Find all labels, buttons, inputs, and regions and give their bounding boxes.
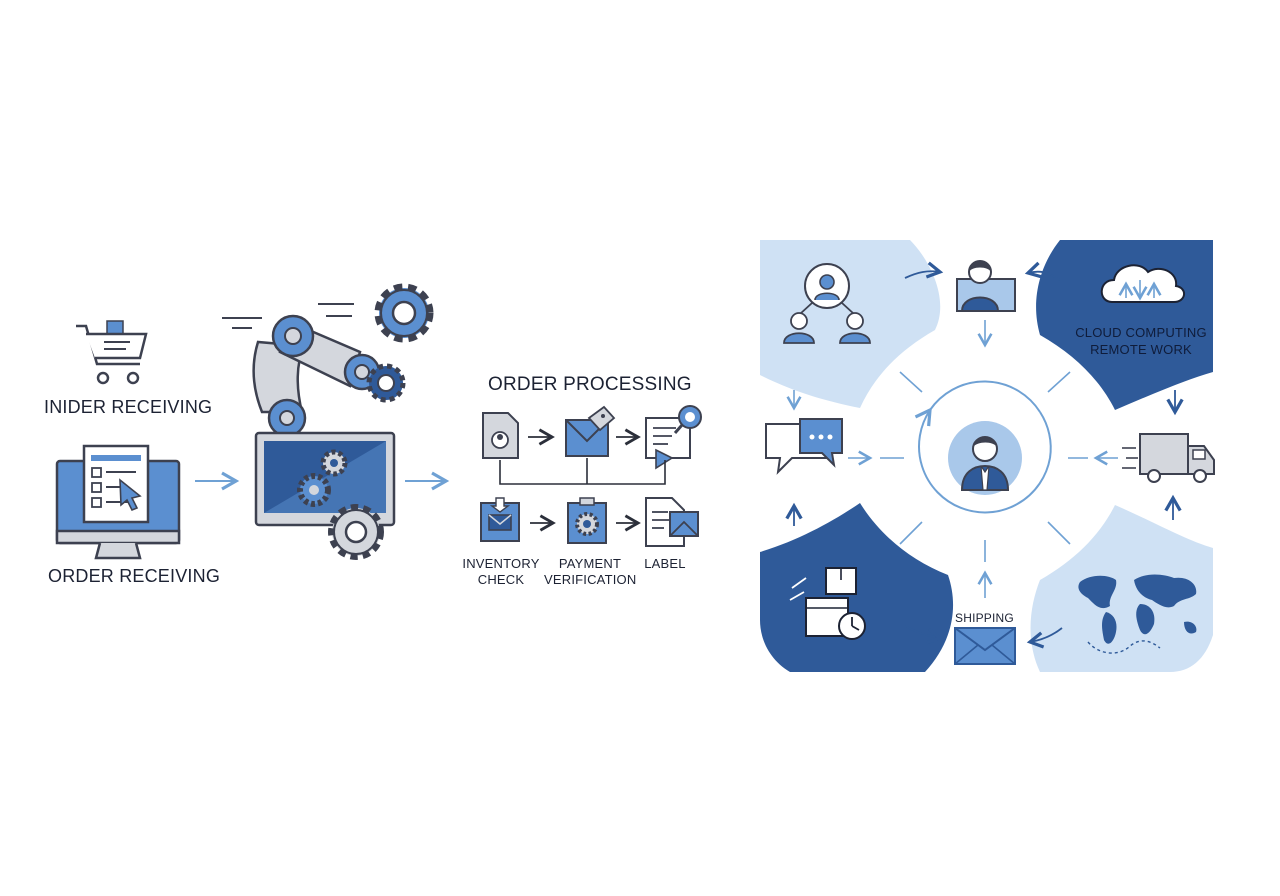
user-document-icon xyxy=(482,412,519,459)
envelope-icon xyxy=(954,627,1016,665)
process-branch-lines xyxy=(499,458,666,485)
cycle-arrow-bottom-left xyxy=(904,625,944,645)
label-step-label: LABEL xyxy=(644,556,686,571)
order-receiving-label: ORDER RECEIVING xyxy=(48,566,221,586)
search-document-icon xyxy=(645,405,702,470)
payment-verification-label: PAYMENT VERIFICATION xyxy=(544,556,636,588)
inbox-envelope-icon xyxy=(480,497,520,542)
hub-spokes xyxy=(848,320,1118,598)
hub-circle xyxy=(914,380,1052,514)
inider-receiving-label: INIDER RECEIVING xyxy=(44,397,213,417)
team-network-icon xyxy=(783,263,871,344)
user-avatar-icon xyxy=(948,421,1022,495)
payment-verification-line1: PAYMENT xyxy=(558,556,622,571)
cloud-computing-label: CLOUD COMPUTING REMOTE WORK xyxy=(1066,324,1216,358)
packages-clock-icon xyxy=(789,567,866,640)
cycle-arrow-top-left xyxy=(904,261,944,279)
remote-work-line2: REMOTE WORK xyxy=(1090,342,1192,357)
gear-icon xyxy=(374,283,434,343)
order-processing-title: ORDER PROCESSING xyxy=(488,374,692,395)
chat-bubble-icon xyxy=(765,418,843,475)
label-document-icon xyxy=(645,497,699,547)
payment-verification-line2: VERIFICATION xyxy=(544,572,637,587)
cloud-sync-icon xyxy=(1100,264,1185,303)
inventory-check-label: INVENTORY CHECK xyxy=(462,556,540,588)
shopping-cart-icon xyxy=(76,320,148,385)
monitor-form-icon xyxy=(55,444,181,560)
cycle-arrow-top-right xyxy=(1024,261,1061,281)
world-map-icon xyxy=(1078,574,1197,654)
remote-worker-icon xyxy=(956,260,1016,312)
robot-arm-icon xyxy=(222,303,406,438)
inventory-check-line2: CHECK xyxy=(477,572,525,587)
delivery-truck-icon xyxy=(1122,433,1215,483)
shipping-label: SHIPPING xyxy=(955,611,1014,625)
tagged-envelope-icon xyxy=(565,405,616,457)
cloud-computing-line1: CLOUD COMPUTING xyxy=(1075,325,1207,340)
cycle-arrow-bottom-right xyxy=(1026,627,1063,649)
gear-document-icon xyxy=(567,497,607,544)
monitor-gears-icon xyxy=(254,431,396,560)
inventory-check-line1: INVENTORY xyxy=(462,556,540,571)
small-gear-icon xyxy=(366,363,406,403)
